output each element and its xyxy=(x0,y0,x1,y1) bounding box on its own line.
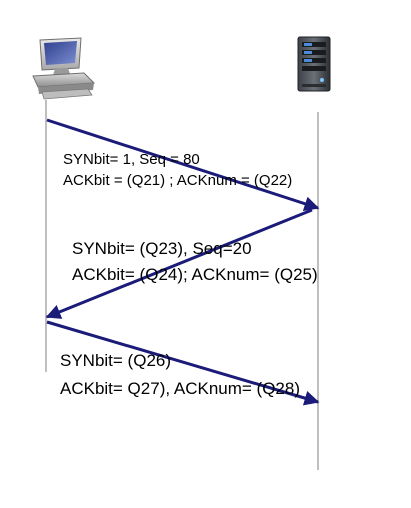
synack-arrow xyxy=(45,208,313,319)
message-2-ack-label: ACKbit= (Q24); ACKnum= (Q25) xyxy=(72,265,318,284)
desktop-computer-icon xyxy=(32,37,96,100)
message-1-syn-label: SYNbit= 1, Seq = 80 xyxy=(63,151,200,168)
server-tower-icon xyxy=(297,36,331,92)
message-1-ack-label: ACKbit = (Q21) ; ACKnum = (Q22) xyxy=(63,172,293,189)
ack-arrow xyxy=(46,320,320,406)
message-2-syn-label: SYNbit= (Q23), Seq=20 xyxy=(72,239,252,258)
message-3-ack-label: ACKbit= Q27), ACKnum= (Q28) xyxy=(60,379,300,398)
syn-arrow xyxy=(46,118,320,211)
message-3-syn-label: SYNbit= (Q26) xyxy=(60,351,172,370)
